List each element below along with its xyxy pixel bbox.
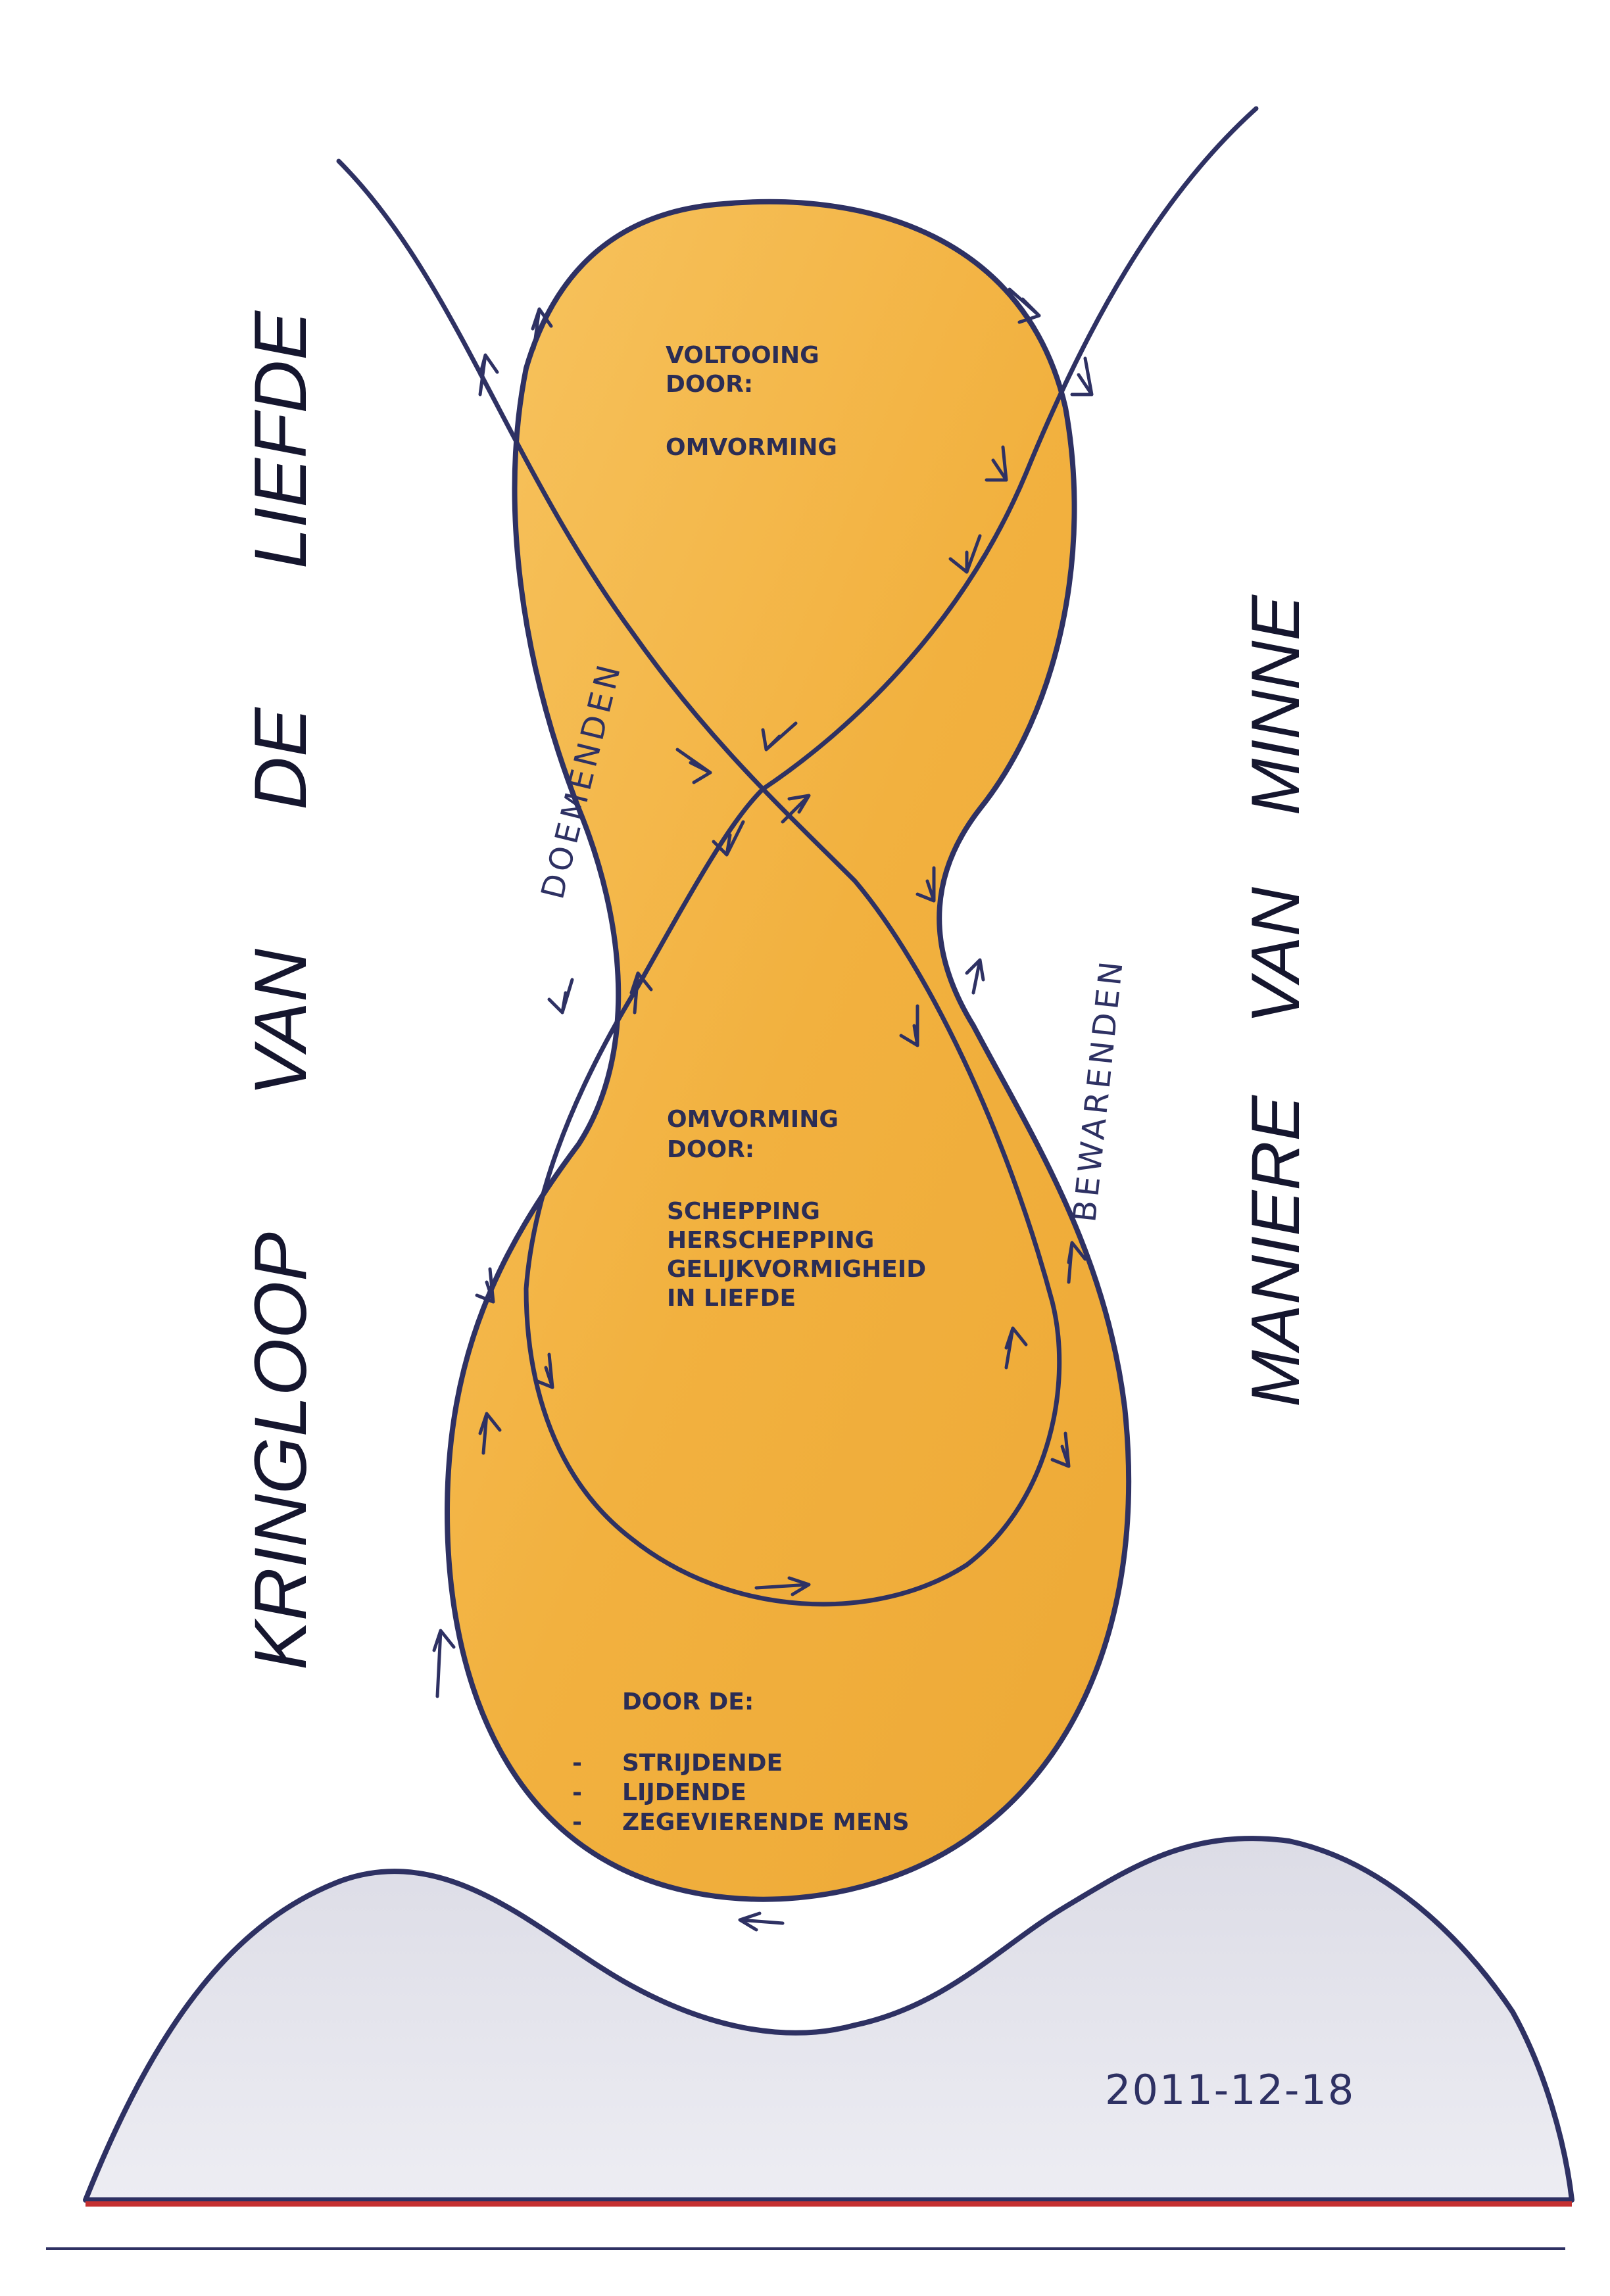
title-left: KRINGLOOP VAN DE LIEFDE	[239, 310, 322, 1670]
date-label: 2011-12-18	[1105, 2066, 1355, 2114]
arrow-mark	[1050, 1431, 1071, 1468]
arrow-mark	[547, 978, 574, 1015]
bottom-item-2: LIJDENDE	[622, 1779, 746, 1806]
title-right: MANIERE VAN MINNE	[1238, 594, 1314, 1407]
bullet-dash: -	[572, 1779, 582, 1806]
loop-curve-right	[760, 106, 1259, 792]
arrow-mark	[899, 1004, 919, 1047]
text-block-top: VOLTOOING DOOR: OMVORMING	[666, 342, 837, 461]
flow-arrows	[432, 287, 1094, 1932]
arrow-mark	[915, 866, 936, 903]
top-line-3: OMVORMING	[666, 434, 837, 461]
bullet-dash: -	[572, 1809, 582, 1836]
bottom-line-1: DOOR DE:	[622, 1688, 754, 1715]
text-block-bottom: DOOR DE: - - - STRIJDENDE LIJDENDE ZEGEV…	[572, 1688, 910, 1836]
top-line-2: DOOR:	[666, 371, 753, 398]
middle-item-1: SCHEPPING	[667, 1198, 820, 1225]
path-label-right: BEWARENDEN	[1066, 956, 1131, 1224]
arrow-mark	[781, 794, 811, 824]
arrow-mark	[1070, 356, 1094, 396]
arrow-mark	[1004, 1326, 1028, 1370]
arrow-mark	[478, 1412, 502, 1455]
middle-line-2: DOOR:	[667, 1136, 754, 1163]
bottom-item-3: ZEGEVIERENDE MENS	[622, 1809, 910, 1836]
arrow-mark	[965, 958, 985, 995]
arrow-mark	[432, 1629, 456, 1698]
arrow-mark	[534, 1352, 554, 1389]
arrow-mark	[629, 971, 653, 1015]
loop-curve-left	[336, 158, 1062, 1607]
arrow-mark	[738, 1911, 785, 1932]
arrow-mark	[754, 1576, 811, 1596]
arrow-mark	[948, 534, 982, 574]
text-block-middle: OMVORMING DOOR: SCHEPPING HERSCHEPPING G…	[667, 1106, 926, 1312]
arrow-mark	[531, 307, 553, 350]
arrow-mark	[478, 353, 499, 396]
arrow-mark	[1067, 1241, 1087, 1284]
hill-ground	[83, 1836, 1574, 2203]
top-line-1: VOLTOOING	[666, 342, 819, 369]
middle-item-2: HERSCHEPPING	[667, 1227, 874, 1254]
bullet-dash: -	[572, 1750, 582, 1777]
middle-item-3: GELIJKVORMIGHEID	[667, 1256, 926, 1283]
arrow-mark	[475, 1267, 495, 1304]
bottom-item-1: STRIJDENDE	[622, 1750, 783, 1777]
arrow-mark	[675, 748, 712, 784]
arrow-mark	[985, 445, 1008, 482]
arrow-mark	[761, 721, 798, 752]
orange-shape	[445, 199, 1132, 1902]
middle-item-4: IN LIEFDE	[667, 1285, 796, 1312]
arrow-mark	[1008, 287, 1041, 324]
arrow-mark	[712, 820, 745, 857]
middle-line-1: OMVORMING	[667, 1106, 839, 1133]
